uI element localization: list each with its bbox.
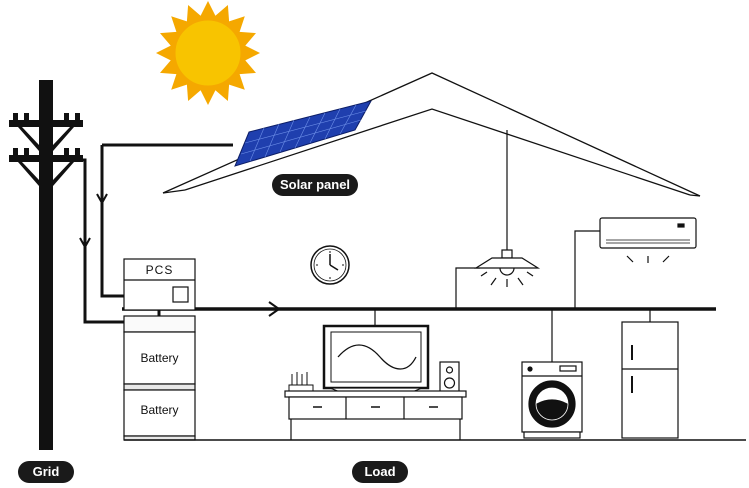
utility-pole-icon [9, 80, 83, 450]
wiring [50, 143, 233, 330]
house-roof [162, 72, 701, 197]
pcs-label: PCS [145, 263, 174, 277]
television-icon [322, 324, 430, 393]
solar-panel-label: Solar panel [272, 174, 358, 196]
clock-icon [310, 245, 350, 285]
pendant-lamp-icon [473, 130, 541, 287]
refrigerator-icon [621, 321, 679, 439]
sun-icon [156, 1, 260, 105]
air-conditioner-icon [599, 217, 697, 263]
grid-label: Grid [18, 461, 74, 483]
load-label: Load [352, 461, 408, 483]
main-bus [122, 230, 716, 362]
pencil-holder-icon [288, 372, 314, 392]
storage-cabinet [123, 258, 196, 441]
washing-machine-icon [521, 361, 583, 439]
battery-label-2: Battery [140, 403, 179, 417]
solar-panel-icon [234, 100, 372, 167]
speaker-icon [439, 361, 460, 393]
battery-label-1: Battery [140, 351, 179, 365]
tv-cabinet-icon [284, 390, 467, 440]
